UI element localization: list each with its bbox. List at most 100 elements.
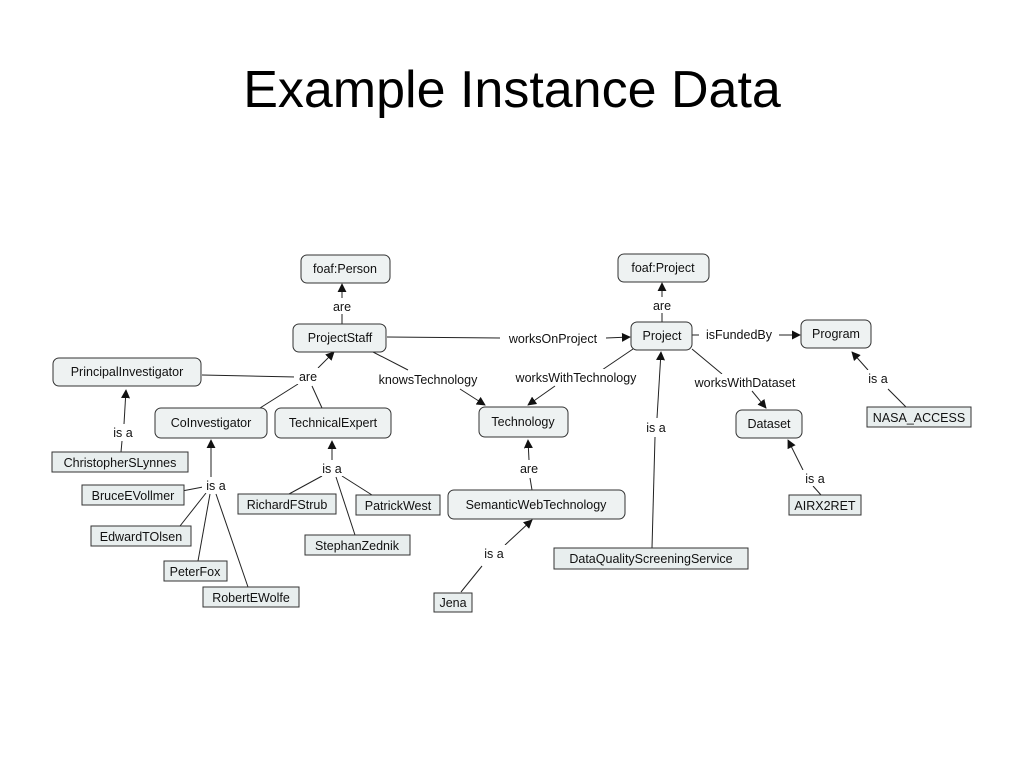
link-label-workswithdataset: worksWithDataset: [686, 374, 804, 390]
edge-workswithtech-technology: [527, 385, 556, 406]
link-label-text: are: [299, 370, 317, 384]
edge-project-workswithtech: [601, 348, 634, 371]
node-label: TechnicalExpert: [289, 416, 378, 430]
node-label: PrincipalInvestigator: [71, 365, 184, 379]
node-label: SemanticWebTechnology: [466, 498, 608, 512]
node-foaf-project[interactable]: foaf:Project: [617, 253, 710, 283]
edge-techexpert-are: [311, 385, 323, 409]
link-label-text: are: [520, 462, 538, 476]
node-jena[interactable]: Jena: [433, 592, 473, 613]
link-label-are-roles: are: [294, 368, 322, 384]
node-label: StephanZednik: [315, 539, 400, 553]
node-semantic-web-technology[interactable]: SemanticWebTechnology: [447, 489, 626, 520]
node-label: CoInvestigator: [171, 416, 252, 430]
link-label-isa-jena: is a: [480, 545, 508, 561]
edge-airx-isa: [812, 485, 822, 496]
edge-isa-pi: [121, 389, 131, 425]
link-label-text: worksWithTechnology: [515, 371, 638, 385]
link-label-text: isFundedBy: [706, 328, 773, 342]
node-airx2ret[interactable]: AIRX2RET: [788, 494, 862, 516]
node-label: Dataset: [747, 417, 791, 431]
link-label-isa-dqss: is a: [642, 419, 670, 435]
edge-nasa-isa: [887, 388, 907, 408]
node-label: BruceEVollmer: [92, 489, 175, 503]
node-robert-e-wolfe[interactable]: RobertEWolfe: [202, 586, 300, 608]
node-coinvestigator[interactable]: CoInvestigator: [154, 407, 268, 439]
link-label-text: worksWithDataset: [694, 376, 796, 390]
node-label: Program: [812, 327, 860, 341]
edge-dqss-isa: [651, 436, 656, 549]
node-label: PeterFox: [170, 565, 221, 579]
node-dataset[interactable]: Dataset: [735, 409, 803, 439]
edge-christopher-isa: [120, 440, 123, 453]
link-label-are-staff-person: are: [328, 298, 356, 314]
node-label: AIRX2RET: [794, 499, 855, 513]
node-bruce-e-vollmer[interactable]: BruceEVollmer: [81, 484, 185, 506]
node-label: EdwardTOlsen: [100, 530, 182, 544]
edge-jena-isa: [460, 565, 483, 593]
edge-isa-program: [851, 351, 869, 371]
slide-title: Example Instance Data: [243, 61, 781, 119]
link-label-text: is a: [484, 547, 504, 561]
edge-peter-isa: [197, 493, 211, 562]
edge-coinv-are: [259, 383, 299, 409]
edge-robert-isa: [215, 493, 249, 588]
edge-semweb-are: [529, 477, 533, 491]
node-data-quality-screening-service[interactable]: DataQualityScreeningService: [553, 547, 749, 570]
link-label-isa-airx: is a: [801, 470, 829, 486]
link-label-text: is a: [113, 426, 133, 440]
link-label-worksonproject: worksOnProject: [500, 330, 606, 346]
edge-workswithdataset-dataset: [751, 390, 767, 409]
node-patrick-west[interactable]: PatrickWest: [355, 494, 441, 516]
node-technology[interactable]: Technology: [478, 406, 569, 438]
link-label-text: is a: [868, 372, 888, 386]
edge-patrick-isa: [341, 475, 373, 496]
node-edward-t-olsen[interactable]: EdwardTOlsen: [90, 525, 192, 547]
link-label-text: are: [653, 299, 671, 313]
edge-project-workswithdataset: [691, 348, 723, 375]
link-label-text: is a: [206, 479, 226, 493]
edge-isa-dataset: [787, 439, 804, 471]
concept-nodes: foaf:Person foaf:Project ProjectStaff Pr…: [52, 253, 872, 520]
node-label: PatrickWest: [365, 499, 432, 513]
link-label-isa-techexpert: is a: [318, 460, 346, 476]
link-label-isa-christopher: is a: [109, 424, 137, 440]
instance-nodes: NASA_ACCESS ChristopherSLynnes BruceEVol…: [51, 406, 972, 613]
node-label: foaf:Person: [313, 262, 377, 276]
node-nasa-access[interactable]: NASA_ACCESS: [866, 406, 972, 428]
edge-staff-knowstech: [372, 351, 409, 371]
edge-stephan-isa: [335, 476, 356, 536]
node-label: RobertEWolfe: [212, 591, 290, 605]
link-label-are-semweb: are: [515, 460, 543, 476]
node-technical-expert[interactable]: TechnicalExpert: [274, 407, 392, 439]
node-foaf-person[interactable]: foaf:Person: [300, 254, 391, 284]
node-program[interactable]: Program: [800, 319, 872, 349]
link-label-text: are: [333, 300, 351, 314]
node-stephan-zednik[interactable]: StephanZednik: [304, 534, 411, 556]
edge-edward-isa: [179, 492, 207, 527]
node-project-staff[interactable]: ProjectStaff: [292, 323, 387, 353]
node-principal-investigator[interactable]: PrincipalInvestigator: [52, 357, 202, 387]
edge-pi-are: [201, 374, 297, 378]
link-label-knowstechnology: knowsTechnology: [370, 371, 486, 387]
node-label: Technology: [491, 415, 555, 429]
node-label: foaf:Project: [631, 261, 695, 275]
edge-isa-project: [656, 351, 666, 419]
node-label: RichardFStrub: [247, 498, 328, 512]
edge-worksonproject-project: [605, 332, 631, 342]
node-peter-fox[interactable]: PeterFox: [163, 560, 228, 582]
edge-are-technology: [523, 439, 533, 461]
node-richard-f-strub[interactable]: RichardFStrub: [237, 493, 337, 515]
node-christopher-s-lynnes[interactable]: ChristopherSLynnes: [51, 451, 189, 473]
link-label-text: is a: [646, 421, 666, 435]
node-project[interactable]: Project: [630, 321, 693, 351]
edge-isa-semweb: [504, 519, 533, 546]
node-label: ChristopherSLynnes: [64, 456, 177, 470]
link-label-isfundedby: isFundedBy: [700, 326, 778, 342]
link-labels: are are worksOnProject isFundedBy are kn…: [109, 297, 892, 561]
link-label-isa-nasa: is a: [864, 370, 892, 386]
edge-are-staff: [317, 351, 335, 369]
link-label-text: is a: [322, 462, 342, 476]
edge-knowstech-technology: [459, 388, 486, 406]
node-label: DataQualityScreeningService: [569, 552, 732, 566]
